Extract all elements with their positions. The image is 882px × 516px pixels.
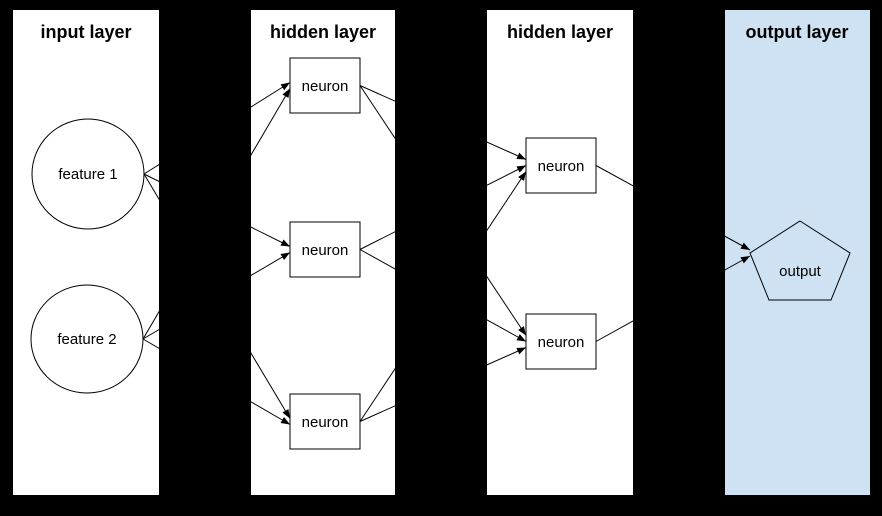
node-label-h1-neuron-3: neuron bbox=[302, 414, 349, 431]
edge-feature-1-to-h1-neuron-1 bbox=[143, 82, 291, 175]
edge-h1-neuron-2-to-h2-neuron-1 bbox=[359, 165, 527, 250]
edges-group bbox=[142, 82, 751, 425]
edge-h1-neuron-1-to-h2-neuron-1 bbox=[359, 85, 527, 160]
node-labels-group: feature 1 feature 2 neuron neuron neuron… bbox=[57, 78, 821, 431]
edge-h2-neuron-2-to-output-1 bbox=[595, 255, 751, 342]
edge-feature-2-to-h1-neuron-1 bbox=[142, 88, 291, 340]
layer-title-output: output layer bbox=[745, 22, 848, 42]
edge-feature-2-to-h1-neuron-2 bbox=[142, 252, 291, 340]
node-label-h2-neuron-2: neuron bbox=[538, 334, 585, 351]
node-h2-neuron-1 bbox=[525, 137, 597, 194]
layer-title-hidden-1: hidden layer bbox=[270, 22, 376, 42]
edge-feature-1-to-h1-neuron-2 bbox=[143, 173, 291, 247]
node-label-feature-2: feature 2 bbox=[57, 331, 116, 348]
node-output bbox=[749, 220, 851, 301]
input-layer-panel bbox=[13, 10, 159, 495]
layer-title-input: input layer bbox=[40, 22, 131, 42]
edge-h1-neuron-1-to-h2-neuron-2 bbox=[359, 85, 527, 336]
hidden-layer-2-panel bbox=[487, 10, 633, 495]
layer-panels bbox=[13, 10, 870, 495]
edge-h1-neuron-2-to-h2-neuron-2 bbox=[359, 249, 527, 342]
layer-title-hidden-2: hidden layer bbox=[507, 22, 613, 42]
edge-feature-2-to-h1-neuron-3 bbox=[142, 338, 291, 425]
nodes-group bbox=[30, 57, 851, 450]
node-h1-neuron-2 bbox=[289, 221, 361, 278]
node-label-h1-neuron-2: neuron bbox=[302, 242, 349, 259]
edge-h1-neuron-3-to-h2-neuron-2 bbox=[359, 347, 527, 422]
layer-titles-group: input layer hidden layer hidden layer ou… bbox=[40, 22, 848, 42]
edge-h1-neuron-3-to-h2-neuron-1 bbox=[359, 171, 527, 422]
node-feature-1 bbox=[31, 118, 145, 230]
node-label-feature-1: feature 1 bbox=[58, 166, 117, 183]
node-label-h2-neuron-1: neuron bbox=[538, 158, 585, 175]
node-feature-2 bbox=[30, 284, 144, 394]
node-h2-neuron-2 bbox=[525, 313, 597, 370]
node-h1-neuron-1 bbox=[289, 57, 361, 114]
edge-h2-neuron-1-to-output-1 bbox=[595, 165, 751, 251]
node-label-h1-neuron-1: neuron bbox=[302, 78, 349, 95]
node-h1-neuron-3 bbox=[289, 393, 361, 450]
node-label-output: output bbox=[779, 263, 822, 280]
edge-feature-1-to-h1-neuron-3 bbox=[143, 173, 291, 419]
